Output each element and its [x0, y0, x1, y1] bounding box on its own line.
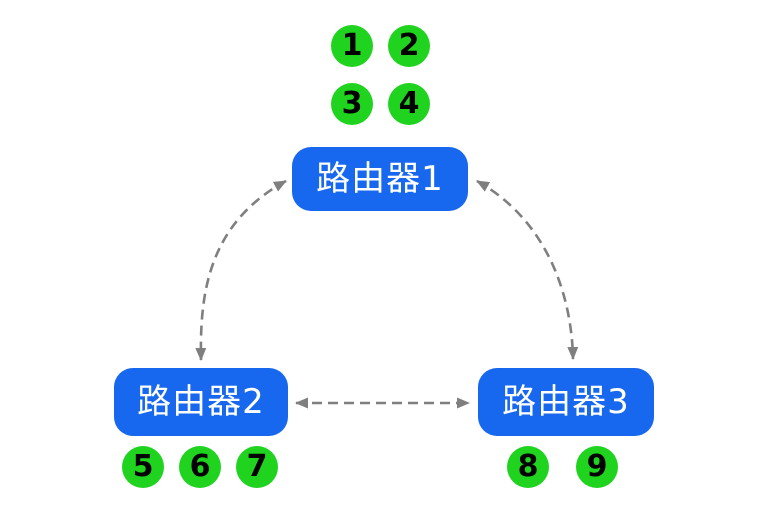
packet-circle-5: 5: [122, 446, 164, 488]
router2-node: 路由器2: [114, 368, 288, 436]
packet-circle-9: 9: [576, 446, 618, 488]
packet-circle-3: 3: [331, 83, 373, 125]
router1-node: 路由器1: [292, 147, 468, 211]
router3-label: 路由器3: [502, 382, 630, 422]
link-router1-router2: [195, 179, 287, 361]
router1-label: 路由器1: [316, 159, 444, 199]
router3-node: 路由器3: [478, 368, 654, 436]
packet-circle-1: 1: [331, 25, 373, 67]
packet-circle-6: 6: [179, 446, 221, 488]
packet-circle-4: 4: [388, 83, 430, 125]
link-router1-router3: [476, 179, 579, 360]
packet-circle-8: 8: [507, 446, 549, 488]
router2-label: 路由器2: [137, 382, 265, 422]
packet-circle-7: 7: [236, 446, 278, 488]
packet-circle-2: 2: [388, 25, 430, 67]
